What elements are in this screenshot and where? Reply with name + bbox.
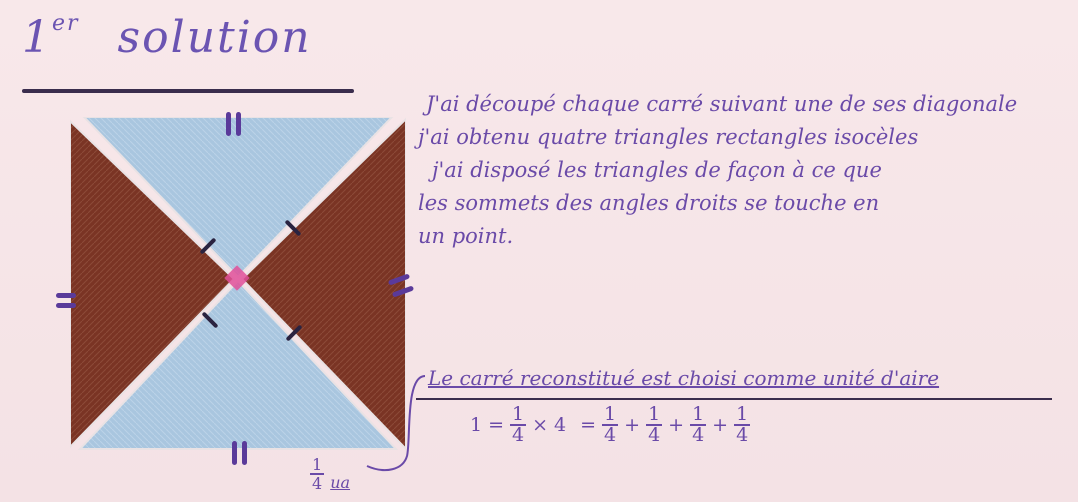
equation-lhs: 1 bbox=[470, 414, 483, 436]
explanation-line: j'ai obtenu quatre triangles rectangles … bbox=[418, 125, 919, 149]
heading-title: 1er solution bbox=[22, 11, 312, 63]
equals-sign: = bbox=[580, 414, 597, 436]
plus-sign: + bbox=[668, 414, 685, 436]
square-drawing bbox=[69, 116, 407, 452]
conclusion-statement: Le carré reconstitué est choisi comme un… bbox=[428, 366, 939, 390]
multiplier: 4 bbox=[554, 414, 567, 436]
equal-mark-left bbox=[56, 303, 76, 308]
explanation-text: J'ai découpé chaque carré suivant une de… bbox=[418, 88, 1073, 253]
triangle-left bbox=[69, 118, 236, 450]
right-angle-mark bbox=[224, 265, 250, 291]
explanation-line: les sommets des angles droits se touche … bbox=[418, 191, 880, 215]
equal-mark-bottom bbox=[232, 441, 237, 465]
title-number: 1 bbox=[22, 12, 52, 63]
equal-mark-top bbox=[236, 112, 241, 136]
equal-mark-bottom bbox=[242, 441, 247, 465]
times-sign: × bbox=[532, 414, 549, 436]
triangle-bottom bbox=[77, 279, 399, 450]
title-word: solution bbox=[117, 12, 312, 63]
square-figure bbox=[56, 112, 415, 465]
title-underline bbox=[22, 89, 354, 93]
statement-rule bbox=[416, 398, 1052, 400]
equal-mark-left bbox=[56, 293, 76, 298]
pointer-arrow bbox=[366, 375, 426, 472]
equal-mark-top bbox=[226, 112, 231, 136]
unit-suffix: ua bbox=[330, 473, 351, 492]
plus-sign: + bbox=[624, 414, 641, 436]
explanation-line: un point. bbox=[418, 224, 514, 248]
explanation-line: J'ai découpé chaque carré suivant une de… bbox=[426, 92, 1018, 116]
equals-sign: = bbox=[488, 414, 505, 436]
explanation-line: j'ai disposé les triangles de façon à ce… bbox=[432, 158, 882, 182]
statement-text: Le carré reconstitué est choisi comme un… bbox=[428, 366, 940, 390]
title-superscript: er bbox=[52, 11, 80, 37]
plus-sign: + bbox=[712, 414, 729, 436]
